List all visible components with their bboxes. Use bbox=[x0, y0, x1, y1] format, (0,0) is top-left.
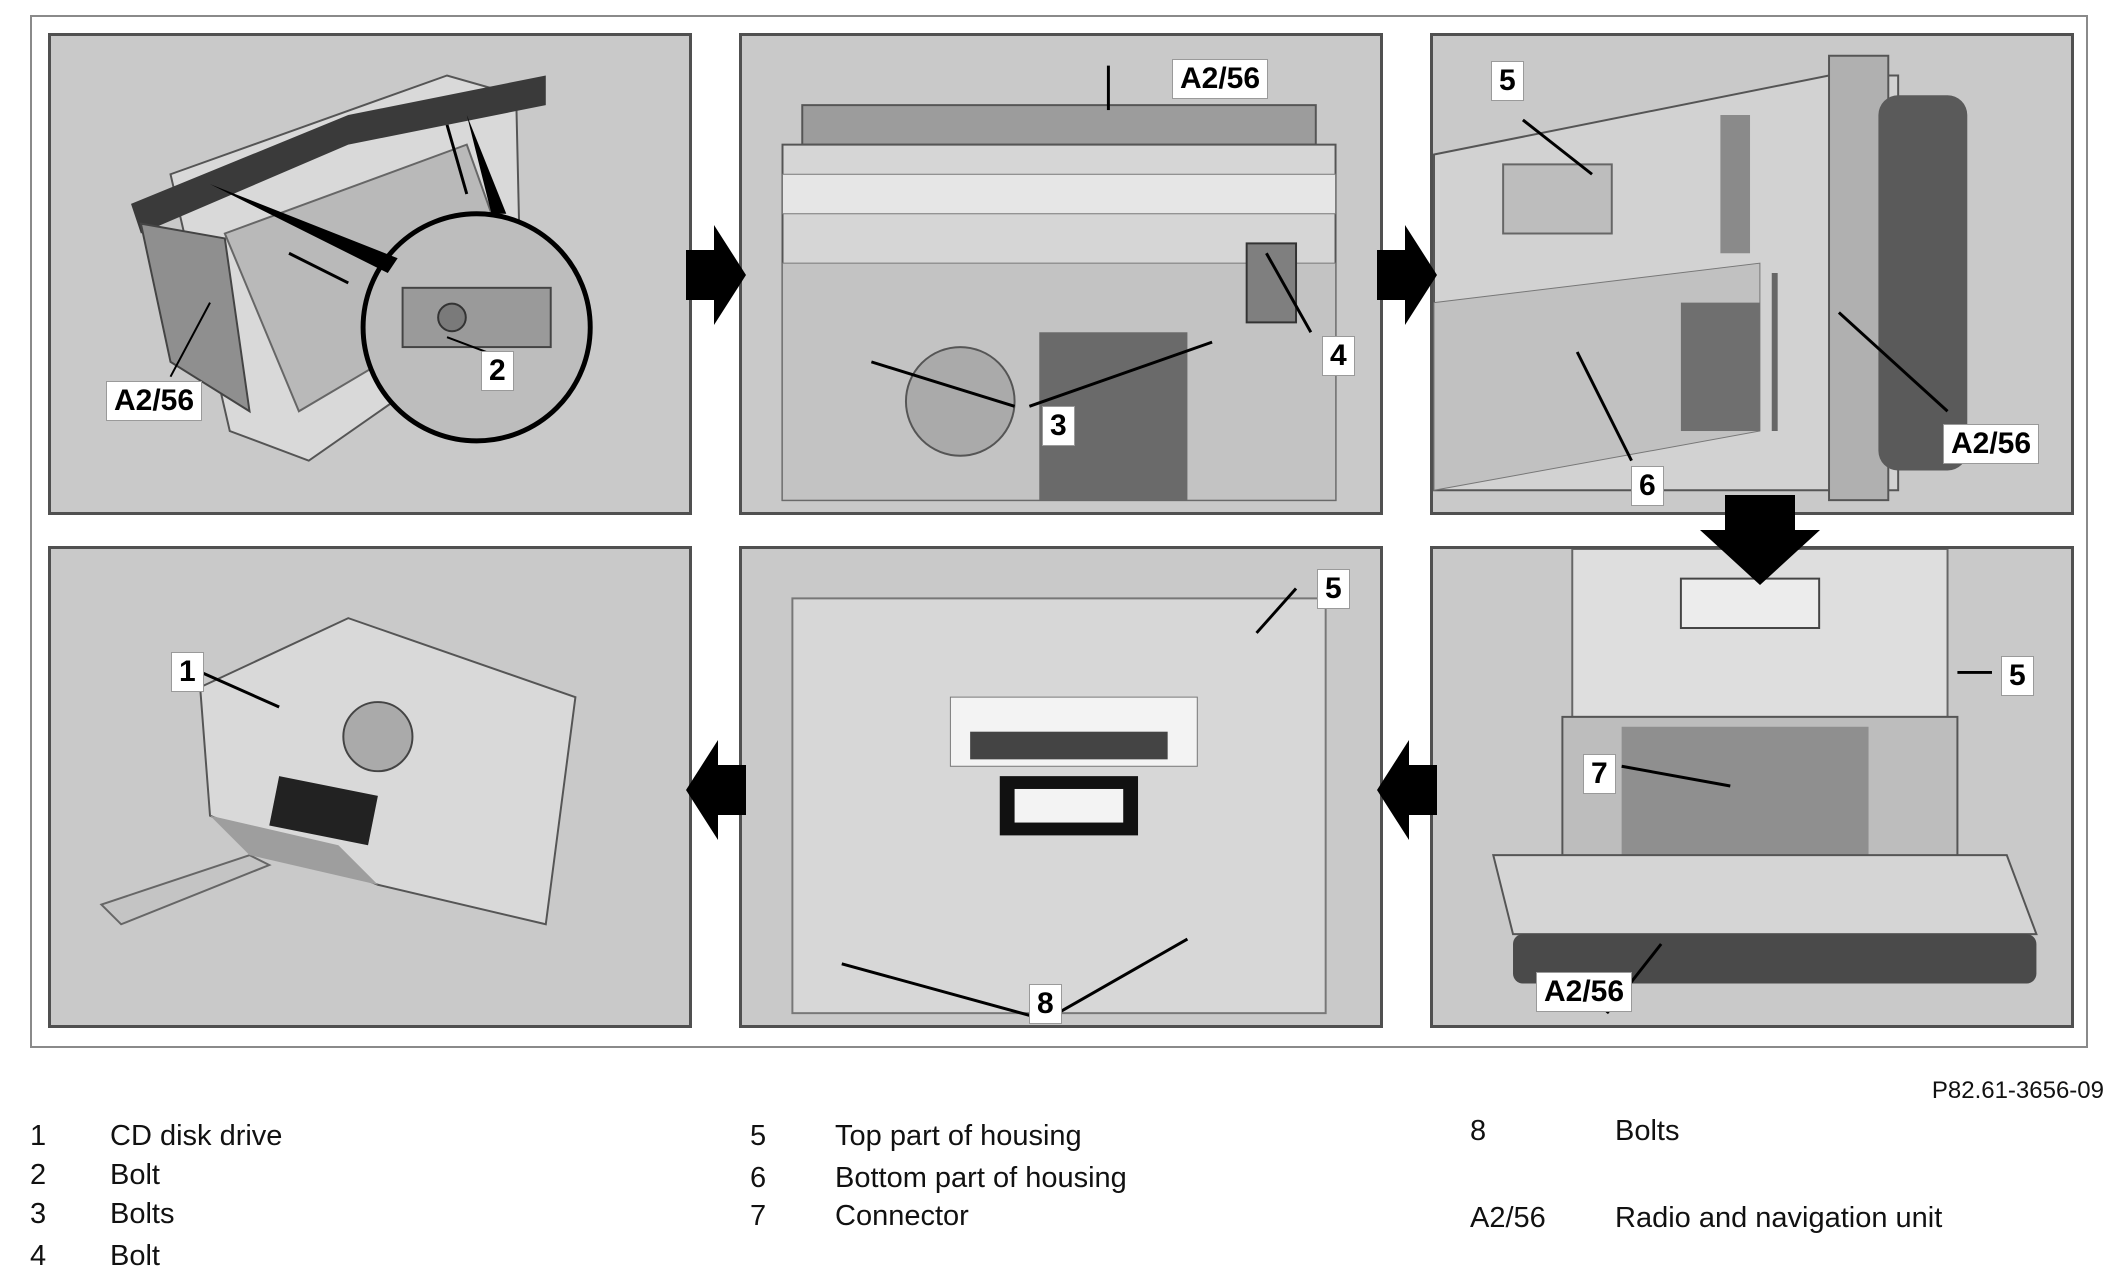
legend-label: Bolt bbox=[110, 1159, 160, 1191]
cd-disk-drive-illustration bbox=[99, 617, 577, 926]
callout-bottom-housing: 6 bbox=[1631, 466, 1664, 506]
panel-step-6: 1 bbox=[48, 546, 692, 1028]
arrow-left-icon bbox=[1377, 740, 1437, 840]
panel-step-4: 7 5 A2/56 bbox=[1430, 546, 2074, 1028]
legend-label: Bolts bbox=[110, 1198, 175, 1230]
panel-step-2: A2/56 3 4 bbox=[739, 33, 1383, 515]
callout-top-housing: 5 bbox=[2001, 656, 2034, 696]
callout-top-housing: 5 bbox=[1491, 61, 1524, 101]
legend-number: 4 bbox=[30, 1240, 47, 1272]
callout-radio-nav-unit: A2/56 bbox=[106, 381, 203, 421]
callout-radio-nav-unit: A2/56 bbox=[1172, 59, 1269, 99]
housing-top-part-illustration bbox=[791, 587, 1327, 1020]
panel-step-1: 2 A2/56 bbox=[48, 33, 692, 515]
legend-label: Top part of housing bbox=[835, 1120, 1082, 1152]
callout-radio-nav-unit: A2/56 bbox=[1943, 424, 2040, 464]
legend-number: 7 bbox=[750, 1200, 767, 1232]
figure-reference-code: P82.61-3656-09 bbox=[1931, 1077, 2104, 1104]
panel-step-3: 5 6 A2/56 bbox=[1430, 33, 2074, 515]
radio-unit-illustration bbox=[1491, 549, 2038, 1015]
arrow-right-icon bbox=[686, 225, 746, 325]
callout-top-housing: 5 bbox=[1317, 569, 1350, 609]
arrow-down-icon bbox=[1700, 495, 1820, 585]
legend-number: 5 bbox=[750, 1120, 767, 1152]
legend-label: Radio and navigation unit bbox=[1615, 1202, 1943, 1234]
legend-number: 1 bbox=[30, 1120, 47, 1152]
legend-number: 3 bbox=[30, 1198, 47, 1230]
radio-unit-illustration bbox=[131, 74, 593, 462]
legend-label: Connector bbox=[835, 1200, 969, 1232]
legend-label: Bolt bbox=[110, 1240, 160, 1272]
callout-connector: 7 bbox=[1583, 754, 1616, 794]
callout-bolts: 3 bbox=[1042, 406, 1075, 446]
arrow-left-icon bbox=[686, 740, 746, 840]
legend-number: 8 bbox=[1470, 1115, 1487, 1147]
legend-label: Bottom part of housing bbox=[835, 1162, 1127, 1194]
legend-label: Bolts bbox=[1615, 1115, 1680, 1147]
legend-number: 2 bbox=[30, 1159, 47, 1191]
arrow-right-icon bbox=[1377, 225, 1437, 325]
callout-cd-drive: 1 bbox=[171, 652, 204, 692]
panel-step-5: 5 8 bbox=[739, 546, 1383, 1028]
callout-radio-nav-unit: A2/56 bbox=[1536, 972, 1633, 1012]
legend-number: A2/56 bbox=[1470, 1202, 1546, 1234]
callout-bolt: 2 bbox=[481, 351, 514, 391]
callout-bolts: 8 bbox=[1029, 984, 1062, 1024]
legend-label: CD disk drive bbox=[110, 1120, 283, 1152]
callout-bolt: 4 bbox=[1322, 336, 1355, 376]
radio-unit-illustration bbox=[1433, 54, 1968, 502]
legend-number: 6 bbox=[750, 1162, 767, 1194]
